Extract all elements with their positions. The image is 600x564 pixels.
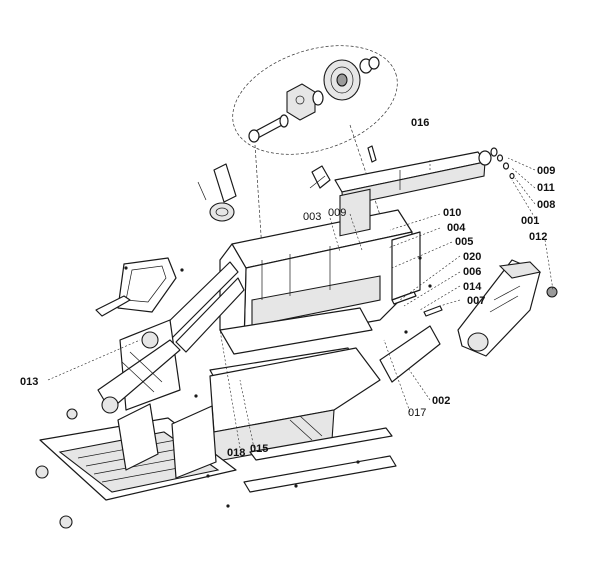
label-017: 017 — [408, 407, 426, 419]
label-004: 004 — [447, 222, 466, 234]
label-015: 015 — [250, 443, 268, 455]
left-arm — [159, 261, 245, 353]
label-010: 010 — [443, 207, 461, 219]
label-003: 003 — [303, 211, 321, 223]
main-frame — [209, 188, 421, 463]
side-plate-002 — [379, 325, 441, 383]
label-001: 001 — [521, 215, 539, 227]
left-cover — [95, 257, 177, 317]
right-cover — [457, 259, 558, 357]
label-018: 018 — [227, 447, 245, 459]
lever-switch — [197, 163, 237, 222]
label-008: 008 — [537, 199, 555, 211]
label-012: 012 — [529, 231, 547, 243]
label-016: 016 — [411, 117, 429, 129]
label-020: 020 — [463, 251, 481, 263]
handle-bar-016 — [309, 150, 492, 207]
label-014: 014 — [463, 281, 482, 293]
pulley-bracket — [286, 83, 316, 121]
label-005: 005 — [455, 236, 473, 248]
label-009-right: 009 — [537, 165, 555, 177]
label-013: 013 — [20, 376, 38, 388]
label-002: 002 — [432, 395, 450, 407]
label-006: 006 — [463, 266, 481, 278]
pin — [367, 145, 377, 163]
leader-lines — [47, 157, 554, 449]
footplate — [39, 403, 237, 501]
label-011: 011 — [537, 182, 555, 194]
plate-013 — [97, 319, 181, 414]
label-007: 007 — [467, 295, 485, 307]
bottom-strip — [243, 427, 397, 493]
small-hardware — [35, 256, 443, 529]
part-labels: 016 009 011 008 001 012 010 004 005 020 … — [20, 117, 555, 459]
hardware-stack-right — [490, 147, 515, 180]
pulley-detail-group — [232, 45, 398, 251]
label-009-left: 009 — [328, 207, 346, 219]
